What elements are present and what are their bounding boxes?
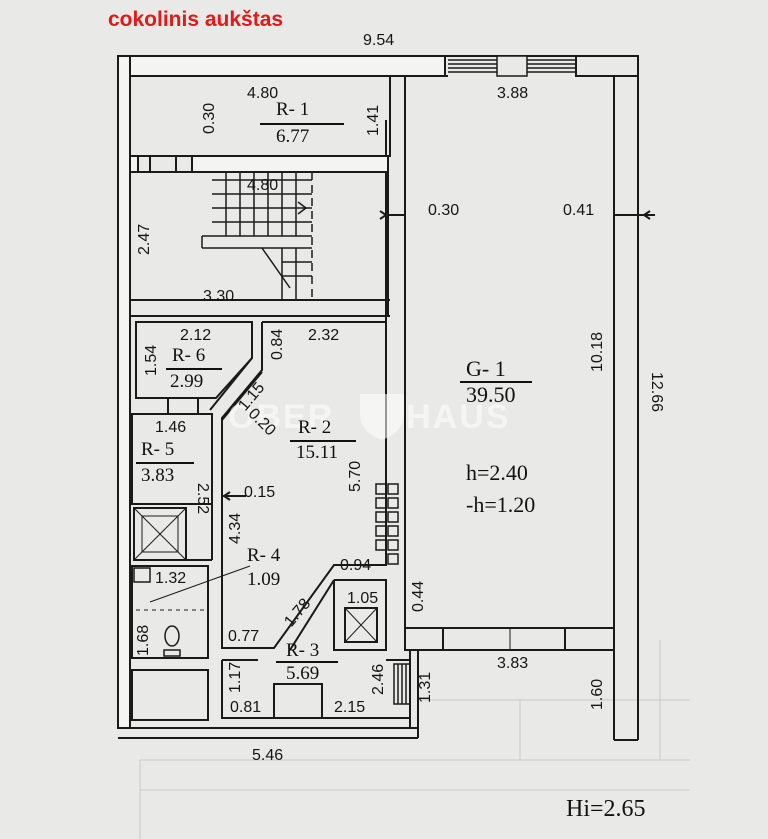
north-wall-left [117,55,446,77]
room-r6-divider [166,368,222,370]
dim-9-54: 9.54 [363,32,395,49]
dim-1-54: 1.54 [143,344,160,376]
dim-0-15: 0.15 [244,484,276,501]
dim-10-18: 10.18 [589,331,606,372]
room-r6-id: R- 6 [172,345,206,366]
staircase [201,172,313,300]
room-g1-divider [460,381,532,383]
room-g1-id: G- 1 [466,356,506,381]
dim-0-41: 0.41 [563,202,595,219]
room-r1-area: 6.77 [276,126,310,147]
entrance-steps [393,663,411,705]
room-wc-outline [131,565,209,659]
north-wall-right [575,55,639,77]
dim-2-15: 2.15 [334,699,366,716]
room-r5-area: 3.83 [141,465,175,486]
dim-1-41: 1.41 [365,104,382,136]
dim-5-70: 5.70 [347,460,364,492]
floor-title: cokolinis aukštas [108,8,284,31]
toilet-icon [164,625,180,647]
dim-4-34: 4.34 [227,512,244,544]
dim-4-80-top: 4.80 [247,85,279,102]
room-r5-divider [136,462,194,464]
dim-1-05: 1.05 [347,590,379,607]
room-r2-area: 15.11 [296,442,339,463]
dim-0-81: 0.81 [230,699,262,716]
watermark-shield-icon [360,394,404,440]
garage-window [448,55,576,77]
room-r2-id: R- 2 [298,417,332,438]
room-r4-id: R- 4 [247,545,281,566]
dim-2-47: 2.47 [136,223,153,255]
boiler-unit [344,607,378,643]
dim-12-66: 12.66 [648,372,665,413]
dim-0-84: 0.84 [269,328,286,360]
dim-2-32: 2.32 [308,327,340,344]
room-r3-divider [276,661,338,663]
room-r1-id: R- 1 [276,99,310,120]
dim-1-68: 1.68 [135,624,152,656]
dim-0-30-garage: 0.30 [428,202,460,219]
dim-3-30: 3.30 [203,288,235,305]
vent-column [375,483,399,565]
room-r3-id: R- 3 [286,640,320,661]
dim-1-31: 1.31 [417,671,434,703]
dim-1-32: 1.32 [155,570,187,587]
room-r4-area: 1.09 [247,569,281,590]
dim-3-83: 3.83 [497,655,529,672]
shower-tray [133,507,187,561]
garage-height: h=2.40 [466,460,528,485]
dim-1-60: 1.60 [589,678,606,710]
dim-4-80-stair: 4.80 [247,177,279,194]
room-r6-area: 2.99 [170,371,204,392]
room-r1-divider [260,123,344,125]
room-g1-area: 39.50 [466,382,516,407]
dim-2-52: 2.52 [194,483,211,515]
dim-3-88: 3.88 [497,85,529,102]
garage-door-jamb [404,627,444,651]
dim-1-17: 1.17 [227,661,244,693]
dim-0-94: 0.94 [340,557,372,574]
room-r5-id: R- 5 [141,439,175,460]
ghost-lines [139,640,690,839]
dim-0-30-r1: 0.30 [201,102,218,134]
dim-5-46: 5.46 [252,747,284,764]
dim-0-44: 0.44 [410,580,427,612]
west-wall [117,55,131,729]
counter-unit [273,683,323,719]
dim-0-77: 0.77 [228,628,260,645]
storage-outline [131,669,209,721]
dim-2-46: 2.46 [370,663,387,695]
dim-2-12: 2.12 [180,327,212,344]
garage-neg-height: -h=1.20 [466,492,536,517]
room-r3-area: 5.69 [286,663,320,684]
room-r6-outline [135,321,253,399]
dim-1-46: 1.46 [155,419,187,436]
room-r2-divider [290,440,356,442]
floor-height-label: Hi=2.65 [566,796,646,822]
